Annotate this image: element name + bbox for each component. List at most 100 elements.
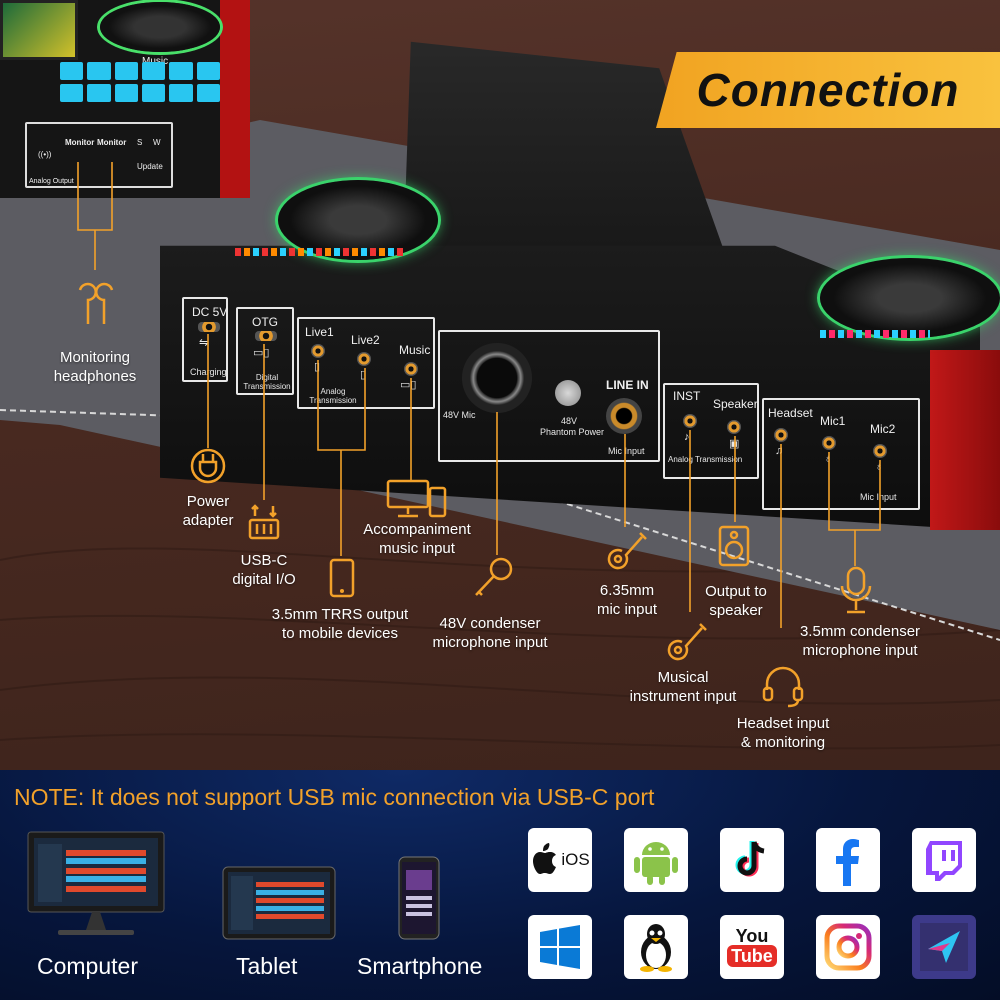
headset-mic-group: Headset Mic1 Mic2 Mic Input — [762, 398, 920, 510]
digital-transmission-label: Digital Transmission — [243, 373, 291, 391]
monitor-phone-icon: ▭▯ — [400, 379, 417, 391]
otg-port — [255, 331, 277, 341]
mic-input-label-1: Mic Input — [608, 446, 645, 456]
instagram-tile — [816, 915, 880, 979]
computer-label: Computer — [37, 953, 138, 979]
mic2-jack — [873, 444, 887, 458]
analog-transmission-2-label: Analog Transmission — [668, 455, 743, 464]
linux-penguin-icon — [640, 924, 672, 972]
analog-transmission-label: Analog Transmission — [309, 387, 357, 405]
secondary-unit-screen — [0, 0, 78, 60]
callout-headset-input: Headset input& monitoring — [736, 715, 830, 751]
product-scene: Music ((•)) Monitor Monitor S W Update A… — [0, 0, 1000, 770]
twitch-tile — [912, 828, 976, 892]
windows-icon — [540, 925, 580, 969]
wireless-icon: ((•)) — [38, 150, 52, 159]
speaker-jack — [727, 420, 741, 434]
youtube-you-label: You — [735, 926, 769, 946]
tiktok-icon — [735, 841, 765, 877]
inst-speaker-group: INST Speaker Analog Transmission — [663, 383, 759, 479]
mic-input-label-2: Mic Input — [860, 492, 897, 502]
guitar-small-icon: ♪ — [684, 431, 690, 443]
monitor-phone-icon-large — [386, 479, 447, 518]
headset-label: Headset — [768, 406, 813, 420]
otg-group: OTG Digital Transmission — [236, 307, 294, 395]
mic2-small-icon: ♁ — [875, 461, 884, 473]
secondary-port-panel: ((•)) Monitor Monitor S W Update Analog … — [25, 122, 173, 188]
headset-icon — [762, 666, 804, 708]
inst-label: INST — [673, 389, 701, 403]
condenser-mic-icon — [840, 566, 872, 614]
music-port-label: Music — [399, 343, 431, 357]
xlr-mic-port — [462, 343, 532, 413]
mic1-small-icon: ♁ — [824, 453, 833, 465]
windows-tile — [528, 915, 592, 979]
usb-icon: ⇋ — [199, 337, 209, 349]
streaming-app-tile — [912, 915, 976, 979]
earbuds-icon — [78, 282, 114, 324]
analog-output-label: Analog Output — [29, 178, 74, 185]
phone-icon-2: ▯ — [360, 369, 367, 381]
smartphone-icon — [329, 558, 355, 598]
phantom-power-button[interactable] — [555, 380, 581, 406]
tablet-label: Tablet — [236, 953, 298, 979]
secondary-music-label: Music — [142, 56, 168, 67]
mic1-label: Mic1 — [820, 414, 846, 428]
linux-tile — [624, 915, 688, 979]
phantom-48v-label: 48V — [561, 416, 578, 426]
headset-small-icon: ♫ — [775, 445, 784, 457]
youtube-tile: You Tube — [720, 915, 784, 979]
live2-label: Live2 — [351, 333, 380, 347]
compatibility-panel: NOTE: It does not support USB mic connec… — [0, 770, 1000, 1000]
dc5v-label: DC 5V — [192, 305, 228, 319]
computer-monitor-icon — [27, 831, 165, 935]
mic48v-label: 48V Mic — [443, 410, 476, 420]
headset-jack — [774, 428, 788, 442]
device-icon: ▭▯ — [253, 347, 270, 359]
android-tile — [624, 828, 688, 892]
speaker-label: Speaker — [713, 397, 758, 411]
smartphone-device-icon — [398, 856, 440, 940]
main-unit-red-side — [930, 350, 1000, 530]
live1-label: Live1 — [305, 325, 334, 339]
tablet-icon — [222, 866, 336, 940]
charging-label: Charging — [190, 367, 227, 377]
smartphone-label: Smartphone — [357, 953, 483, 979]
inst-jack — [683, 414, 697, 428]
twitch-icon — [926, 841, 962, 881]
mic2-label: Mic2 — [870, 422, 896, 436]
speaker-icon — [718, 525, 750, 567]
instagram-icon — [824, 923, 872, 971]
monitor-1-label: Monitor — [65, 138, 95, 147]
update-label: Update — [137, 162, 163, 171]
monitor-2-label: Monitor — [97, 138, 127, 147]
phantom-power-label: Phantom Power — [540, 427, 605, 437]
speaker-small-icon: ▣ — [729, 438, 740, 450]
apple-icon — [533, 843, 557, 874]
w-label: W — [153, 138, 161, 147]
mic-input-group: 48V Mic 48V Phantom Power LINE IN Mic In… — [438, 330, 660, 462]
mic1-jack — [822, 436, 836, 450]
usb-mic-note: NOTE: It does not support USB mic connec… — [14, 784, 655, 810]
s-label: S — [137, 138, 143, 147]
tiktok-tile — [720, 828, 784, 892]
instrument-guitar-icon — [667, 623, 707, 661]
youtube-tube-label: Tube — [727, 945, 777, 967]
facebook-icon — [836, 839, 859, 886]
live2-jack — [357, 352, 371, 366]
line-in-label: LINE IN — [606, 378, 649, 392]
dc5v-port — [198, 322, 220, 332]
line-in-jack — [606, 398, 642, 434]
secondary-unit-pads — [60, 62, 220, 102]
phone-icon-1: ▯ — [314, 361, 321, 373]
ios-tile: iOS — [528, 828, 592, 892]
